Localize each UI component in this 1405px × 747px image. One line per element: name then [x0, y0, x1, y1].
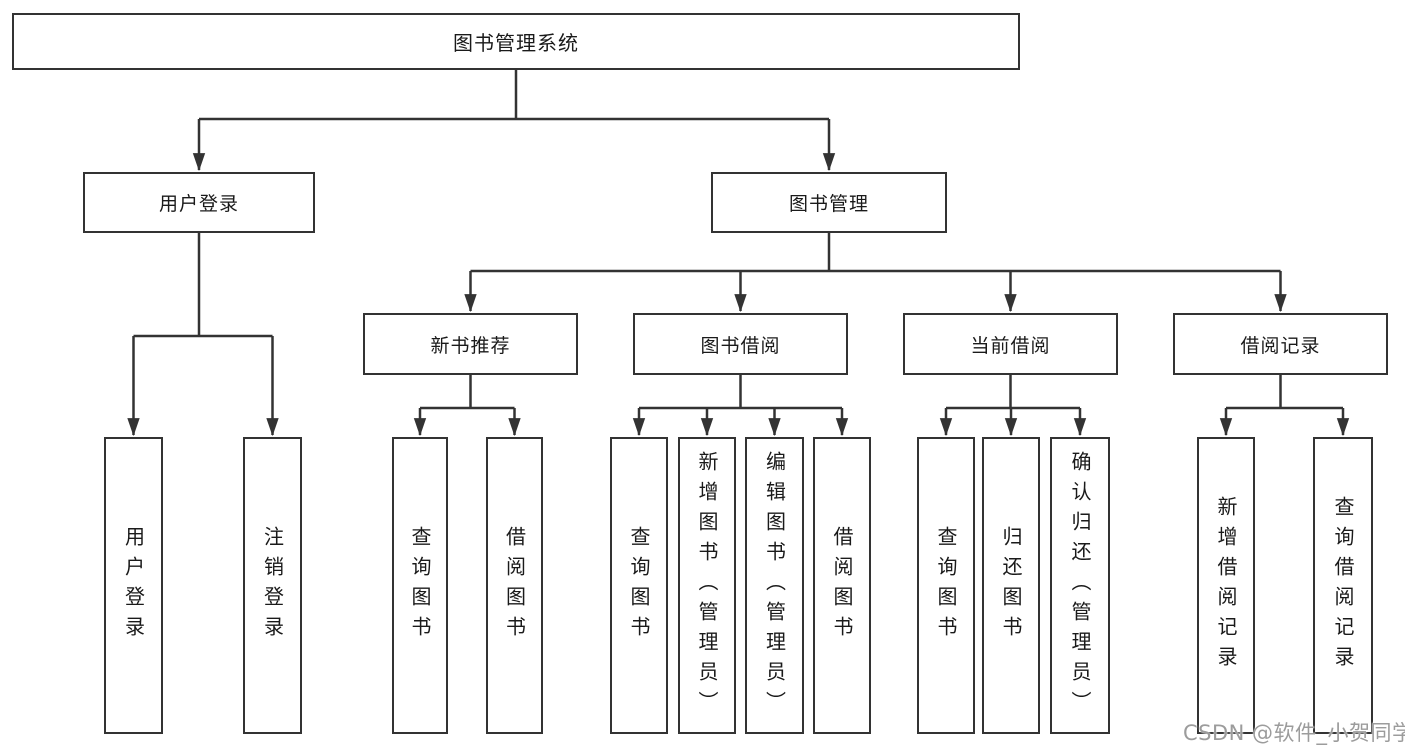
node-leaf-query-books-newbook: 查询图书: [392, 437, 448, 734]
node-book-management: 图书管理: [711, 172, 947, 233]
node-leaf-add-borrow-record: 新增借阅记录: [1197, 437, 1255, 734]
node-leaf-add-borrow-record-label: 新增借阅记录: [1214, 495, 1238, 676]
node-library-management-system: 图书管理系统: [12, 13, 1020, 70]
node-leaf-query-books-current-label: 查询图书: [934, 525, 958, 646]
node-leaf-borrow-books-label: 借阅图书: [830, 525, 854, 646]
node-book-borrowing: 图书借阅: [633, 313, 848, 375]
node-leaf-borrow-books-newbook-label: 借阅图书: [502, 525, 527, 646]
node-leaf-user-login: 用户登录: [104, 437, 163, 734]
node-leaf-query-books-newbook-label: 查询图书: [408, 525, 432, 646]
node-leaf-query-books-borrow: 查询图书: [610, 437, 668, 734]
node-leaf-user-login-label: 用户登录: [121, 525, 146, 646]
node-leaf-query-books-borrow-label: 查询图书: [627, 525, 651, 646]
node-leaf-query-borrow-record: 查询借阅记录: [1313, 437, 1373, 734]
node-leaf-edit-books-admin: 编辑图书（管理员）: [745, 437, 804, 734]
csdn-watermark: CSDN @软件_小贺同学: [1183, 721, 1405, 745]
node-current-borrowing: 当前借阅: [903, 313, 1118, 375]
node-leaf-logout: 注销登录: [243, 437, 302, 734]
node-user-login: 用户登录: [83, 172, 315, 233]
node-borrowing-records: 借阅记录: [1173, 313, 1388, 375]
node-leaf-add-books-admin: 新增图书（管理员）: [678, 437, 736, 734]
node-leaf-confirm-return-admin-label: 确认归还（管理员）: [1068, 450, 1092, 721]
node-leaf-add-books-admin-label: 新增图书（管理员）: [695, 450, 719, 721]
node-leaf-return-books-label: 归还图书: [999, 525, 1023, 646]
node-leaf-logout-label: 注销登录: [260, 525, 285, 646]
node-leaf-return-books: 归还图书: [982, 437, 1040, 734]
node-leaf-query-books-current: 查询图书: [917, 437, 975, 734]
node-leaf-edit-books-admin-label: 编辑图书（管理员）: [762, 450, 787, 721]
node-leaf-confirm-return-admin: 确认归还（管理员）: [1050, 437, 1110, 734]
node-leaf-query-borrow-record-label: 查询借阅记录: [1331, 495, 1355, 676]
node-leaf-borrow-books-newbook: 借阅图书: [486, 437, 543, 734]
node-new-book-recommendation: 新书推荐: [363, 313, 578, 375]
node-leaf-borrow-books: 借阅图书: [813, 437, 871, 734]
